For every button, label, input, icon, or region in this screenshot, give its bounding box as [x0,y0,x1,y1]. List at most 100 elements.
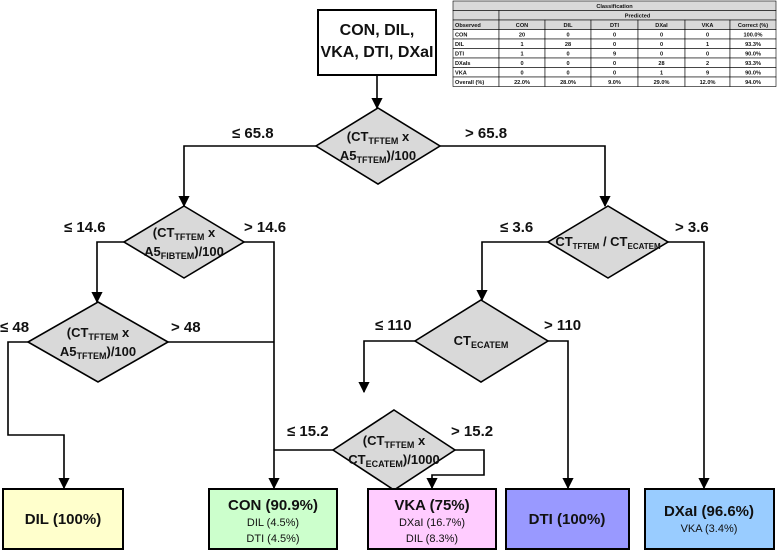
node-1-line-2: A5TFTEM)/100 [340,148,416,165]
table-value: 22.0% [514,80,530,86]
table-value: 0 [566,61,569,67]
node-4-line-1: (CTTFTEM x [67,325,130,342]
leaf-dti-title: DTI (100%) [529,511,606,528]
decision-node-4: (CTTFTEM x A5TFTEM)/100 [26,301,170,383]
decision-node-1: (CTTFTEM x A5TFTEM)/100 [314,107,442,185]
edge-label-n1-left: ≤ 65.8 [232,125,274,142]
node-4-line-2: A5TFTEM)/100 [60,344,136,361]
leaf-dxai-sub-1: VKA (3.4%) [681,523,738,535]
table-value: 29.0% [654,80,670,86]
leaf-vka-title: VKA (75%) [394,497,469,514]
node-5-label: CTECATEM [454,333,509,350]
table-value: 0 [613,33,616,39]
decision-node-5: CTECATEM [413,299,550,383]
table-value: 93.3% [745,61,761,67]
table-value: 90.0% [745,71,761,77]
table-row-label: DTI [455,52,464,58]
table-value: 0 [566,33,569,39]
connectors [7,45,710,490]
table-value: 93.3% [745,42,761,48]
table-value: 0 [613,61,616,67]
table-value: 20 [519,33,525,39]
edge-n5-right [548,340,574,490]
leaf-con-sub-1: DIL (4.5%) [247,517,299,529]
edge-labels: ≤ 65.8 > 65.8 ≤ 14.6 > 14.6 ≤ 3.6 > 3.6 … [0,125,709,440]
table-value: 0 [566,52,569,58]
table-value: 28 [565,42,571,48]
table-value: 0 [566,71,569,77]
node-1-line-1: (CTTFTEM x [347,129,410,146]
edge-label-n6-left: ≤ 15.2 [287,423,329,440]
root-node: CON, DIL, VKA, DTI, DXaI [317,9,437,76]
table-header: Observed [455,23,481,29]
edge-n1-right [440,145,611,208]
root-line-1: CON, DIL, [340,22,415,39]
decision-node-2: (CTTFTEM x A5FIBTEM)/100 [122,205,246,279]
edge-label-n5-left: ≤ 110 [375,317,412,334]
table-header: DIL [563,23,573,29]
edge-label-n5-right: > 110 [544,317,581,334]
table-value: 0 [660,33,663,39]
decision-node-6: (CTTFTEM x CTECATEM)/1000 [331,409,457,491]
node-2-line-1: (CTTFTEM x [153,225,216,242]
leaf-vka: VKA (75%) DXaI (16.7%) DIL (8.3%) [367,488,497,550]
table-row-label: DXaIs [455,61,471,67]
node-3-label: CTTFTEM / CTECATEM [555,234,661,251]
leaf-con-sub-2: DTI (4.5%) [246,533,299,545]
table-value: 0 [660,42,663,48]
edge-label-n6-right: > 15.2 [451,423,493,440]
leaf-vka-sub-2: DIL (8.3%) [406,533,458,545]
table-row-label: VKA [455,71,467,77]
table-value: 12.0% [700,80,716,86]
leaf-dil: DIL (100%) [2,488,124,550]
table-value: 28.0% [560,80,576,86]
table-value: 9.0% [608,80,621,86]
table-header: Correct (%) [738,23,768,29]
table-value: 9 [706,71,709,77]
table-value: 28 [658,61,664,67]
edge-n3-left [476,241,548,302]
table-blank-cell [452,10,500,21]
table-value: 0 [706,33,709,39]
edge-n5-left [358,340,415,394]
decision-node-3: CTTFTEM / CTECATEM [546,205,670,279]
table-value: 0 [613,42,616,48]
table-header: VKA [702,23,714,29]
table-header: CON [516,23,528,29]
node-6-line-1: (CTTFTEM x [363,433,426,450]
edge-n2-right [244,241,275,450]
table-value: 90.0% [745,52,761,58]
table-value: 100.0% [744,33,763,39]
table-predicted-label: Predicted [625,14,651,20]
edge-label-n2-right: > 14.6 [244,219,286,236]
table-title: Classification [596,4,633,10]
node-6-line-2: CTECATEM)/1000 [348,452,440,469]
table-value: 2 [706,61,709,67]
table-cell [729,76,777,87]
edge-label-n1-right: > 65.8 [465,125,507,142]
table-value: 1 [706,42,709,48]
leaf-dxai-title: DXaI (96.6%) [664,503,754,520]
table-row-label: Overall (%) [455,80,484,86]
leaf-dxai: DXaI (96.6%) VKA (3.4%) [644,488,775,550]
leaf-con-title: CON (90.9%) [228,497,318,514]
node-2-line-2: A5FIBTEM)/100 [144,244,224,261]
edge-n4-left [7,341,70,490]
table-value: 94.0% [745,80,761,86]
leaf-dti: DTI (100%) [505,488,630,550]
root-line-2: VKA, DTI, DXaI [321,44,434,61]
edge-label-n4-left: ≤ 48 [0,319,29,336]
edge-n2-left [91,241,124,304]
table-value: 1 [520,42,523,48]
table-value: 1 [660,71,663,77]
edge-label-n2-left: ≤ 14.6 [64,219,106,236]
table-value: 0 [613,71,616,77]
edge-n1-left [178,145,316,208]
table-value: 1 [520,52,523,58]
leaf-con: CON (90.9%) DIL (4.5%) DTI (4.5%) [208,488,338,550]
edge-label-n4-right: > 48 [171,319,201,336]
leaf-dil-title: DIL (100%) [25,511,101,528]
edge-n6-right [426,449,485,490]
